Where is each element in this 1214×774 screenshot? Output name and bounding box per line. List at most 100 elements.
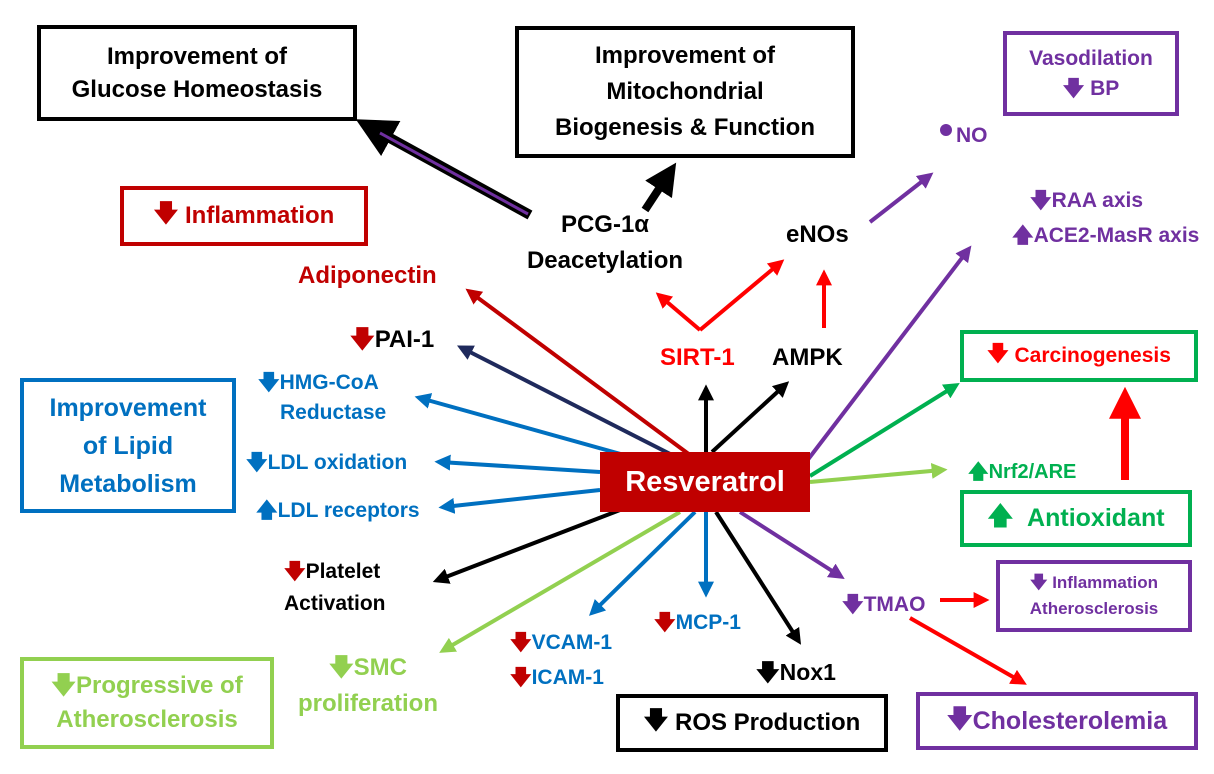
tmao-text: TMAO (863, 593, 926, 616)
down-arrow-icon: 🡇 (842, 593, 864, 616)
vcam-label: 🡇VCAM-1 (510, 628, 612, 663)
no-radical-dot (940, 124, 952, 136)
carcinogenesis-label: Carcinogenesis (1014, 344, 1171, 367)
arrow-to-platelet (432, 508, 621, 584)
arrow-sirt-to-pcg (655, 292, 702, 332)
arrow-enos-to-no (868, 172, 934, 224)
arrow-pcg-to-glucose (355, 119, 533, 220)
down-arrow-icon: 🡇 (1030, 189, 1052, 212)
nox1-label: 🡇Nox1 (756, 656, 836, 695)
arrow-to-pai1 (457, 345, 683, 462)
up-arrow-icon: 🡅 (968, 461, 989, 483)
arrow-to-nox (714, 510, 802, 645)
resveratrol-node: Resveratrol (600, 452, 810, 512)
tmao-effects-box: 🡇 Inflammation Atherosclerosis (996, 560, 1192, 632)
arrow-tmao-to-cholesterolemia (909, 616, 1027, 685)
glucose-line2: Glucose Homeostasis (71, 76, 323, 103)
arrow-to-ampk (710, 381, 790, 454)
cholesterolemia-box: 🡇 Cholesterolemia (916, 692, 1198, 750)
down-arrow-icon: 🡇 (153, 199, 185, 227)
ldl-receptors-text: LDL receptors (277, 499, 420, 522)
down-arrow-icon: 🡇 (328, 654, 354, 681)
down-arrow-icon: 🡇 (284, 560, 306, 583)
ldl-oxidation-label: 🡇LDL oxidation (246, 448, 407, 483)
vasodilation-box: Vasodilation 🡇 BP (1003, 31, 1179, 116)
down-arrow-icon: 🡇 (1062, 76, 1085, 100)
up-arrow-icon: 🡅 (256, 499, 278, 522)
ldl-oxidation-text: LDL oxidation (267, 451, 408, 474)
up-arrow-icon: 🡅 (1012, 224, 1034, 247)
platelet-label: 🡇Platelet Activation (284, 556, 386, 620)
smc-line2: proliferation (297, 690, 438, 717)
inflammation-label: Inflammation (185, 202, 335, 229)
smc-label: 🡇SMC proliferation (285, 650, 451, 722)
arrow-to-raa (798, 245, 972, 472)
tmao-effects-line1: Inflammation (1052, 573, 1158, 592)
down-arrow-icon: 🡇 (654, 611, 676, 634)
arrow-to-vcam (589, 510, 697, 616)
down-arrow-icon: 🡇 (987, 341, 1015, 365)
arrow-to-smc (439, 510, 682, 653)
cholesterolemia-label: Cholesterolemia (972, 706, 1168, 735)
lipid-line2: of Lipid (82, 431, 174, 460)
mito-line2: Mitochondrial (606, 78, 764, 105)
pcg-line2: Deacetylation (526, 247, 684, 274)
arrow-to-carcinogenesis (808, 383, 960, 478)
no-label: NO (956, 124, 988, 147)
hmg-line1: HMG-CoA (279, 371, 379, 394)
arrow-to-adiponectin (465, 288, 692, 457)
glucose-line1: Improvement of (106, 43, 288, 70)
platelet-line1: Platelet (305, 560, 381, 583)
pcg-line1: PCG-1α (560, 211, 650, 238)
down-arrow-icon: 🡇 (258, 371, 280, 394)
tmao-label: 🡇TMAO (842, 590, 925, 625)
ros-production-box: 🡇 ROS Production (616, 694, 888, 752)
glucose-homeostasis-box: Improvement of Glucose Homeostasis (37, 25, 357, 121)
resveratrol-label: Resveratrol (625, 465, 785, 498)
ampk-label: AMPK (772, 344, 843, 371)
hmg-label: 🡇HMG-CoA Reductase (258, 368, 386, 428)
inflammation-box: 🡇 Inflammation (120, 186, 368, 246)
lipid-metabolism-box: Improvement of Lipid Metabolism (20, 378, 236, 513)
mitochondrial-box: Improvement of Mitochondrial Biogenesis … (515, 26, 855, 158)
smc-line1: SMC (353, 654, 408, 681)
arrow-pcg-to-mito (641, 162, 677, 213)
mcp1-label: 🡇MCP-1 (654, 608, 741, 643)
enos-label: eNOs (786, 221, 849, 248)
ace2-label: 🡅ACE2-MasR axis (1012, 221, 1199, 256)
carcinogenesis-box: 🡇 Carcinogenesis (960, 330, 1198, 382)
mcp1-text: MCP-1 (675, 611, 741, 634)
down-arrow-icon: 🡇 (246, 451, 268, 474)
lipid-line3: Metabolism (59, 469, 197, 498)
atherosclerosis-line1: Progressive of (75, 672, 243, 699)
adiponectin-label: Adiponectin (298, 262, 437, 289)
nrf2-text: Nrf2/ARE (988, 461, 1077, 483)
icam-text: ICAM-1 (531, 666, 604, 689)
up-arrow-icon: 🡅 (987, 502, 1028, 530)
antioxidant-label: Antioxidant (1027, 504, 1165, 532)
pai1-text: PAI-1 (374, 326, 435, 353)
raa-text: RAA axis (1051, 189, 1144, 212)
pcg-label: PCG-1α Deacetylation (500, 207, 710, 279)
pai1-label: 🡇PAI-1 (350, 322, 434, 363)
down-arrow-icon: 🡇 (51, 672, 76, 699)
ros-label: ROS Production (675, 709, 861, 736)
antioxidant-box: 🡅 Antioxidant (960, 490, 1192, 547)
raa-label: 🡇RAA axis (1030, 186, 1143, 221)
arrow-to-tmao (738, 510, 845, 580)
sirt1-label: SIRT-1 (660, 344, 735, 371)
arrow-to-nrf2 (809, 462, 948, 484)
platelet-line2: Activation (284, 592, 386, 615)
ldl-receptors-label: 🡅LDL receptors (256, 496, 420, 531)
vasodilation-line2: BP (1090, 76, 1120, 100)
vasodilation-line1: Vasodilation (1029, 46, 1153, 70)
arrow-to-ldl-ox (434, 454, 601, 474)
down-arrow-icon: 🡇 (946, 704, 973, 733)
down-arrow-icon: 🡇 (510, 666, 532, 689)
icam-label: 🡇ICAM-1 (510, 663, 604, 698)
down-arrow-icon: 🡇 (510, 631, 532, 654)
lipid-line1: Improvement (49, 393, 207, 422)
arrow-to-ldl-rec (438, 488, 601, 514)
down-arrow-icon: 🡇 (643, 706, 675, 734)
